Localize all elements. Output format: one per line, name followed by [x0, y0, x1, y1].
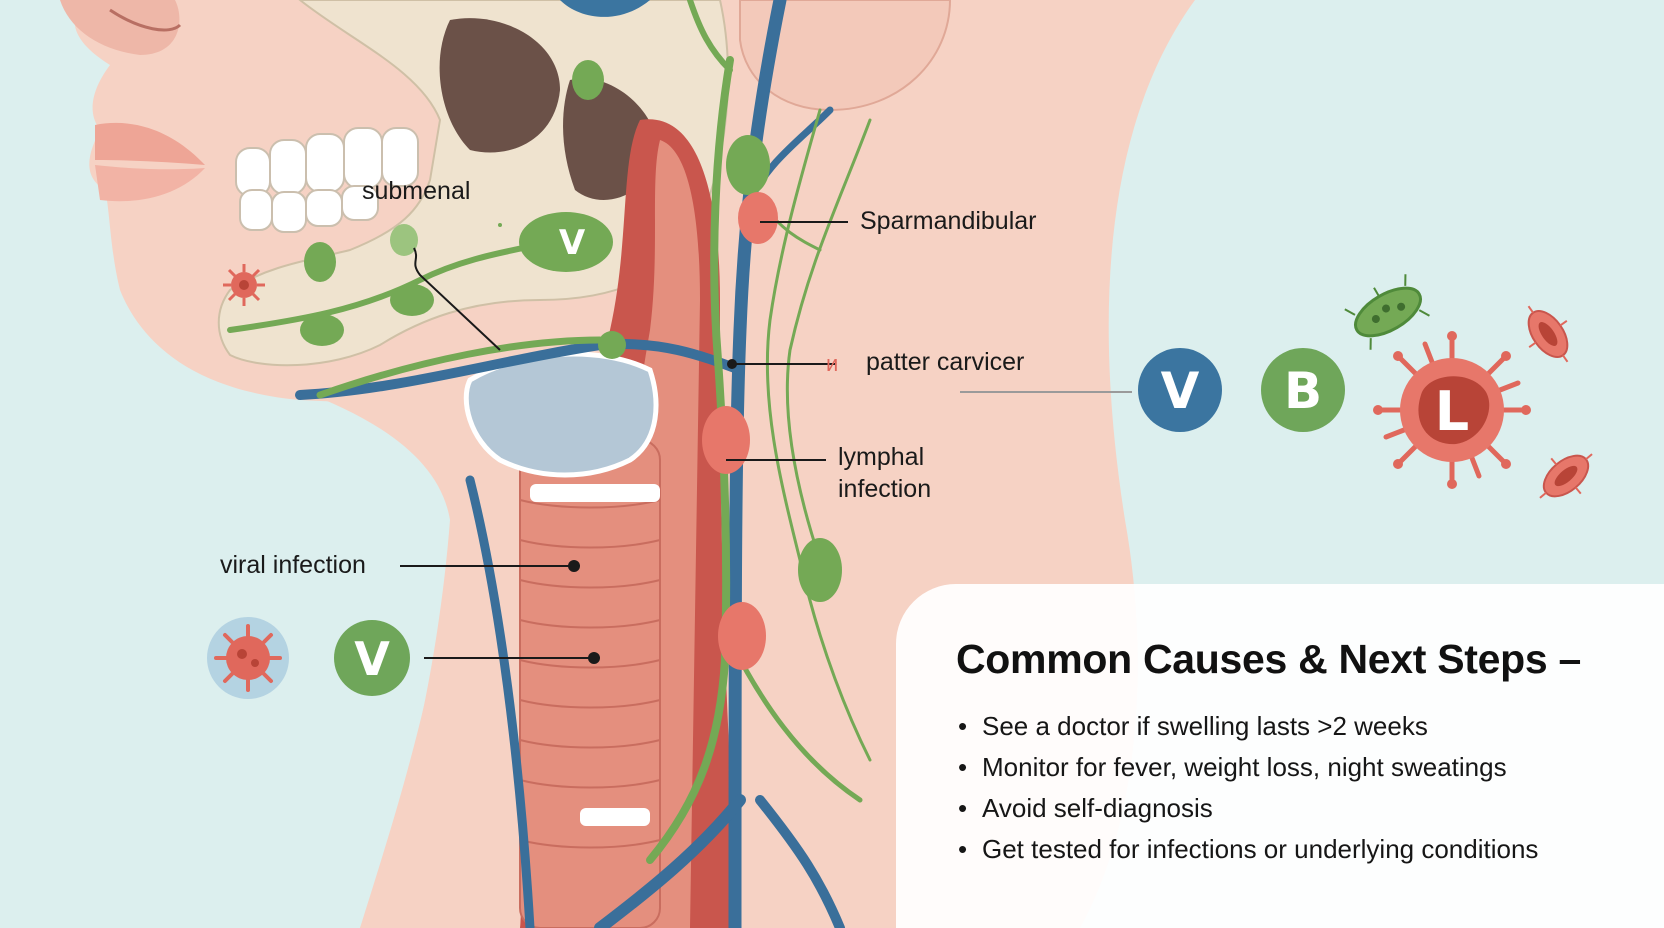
right-v-badge: [1138, 348, 1222, 432]
virus-icon: [207, 617, 289, 699]
front-neck: [300, 340, 560, 928]
right-b-badge: [1261, 348, 1345, 432]
left-v-badge: [334, 620, 410, 696]
eye-socket: [560, 0, 650, 17]
leader-dots: [568, 359, 737, 664]
jaw-node-badge: [519, 212, 613, 272]
list-item: Monitor for fever, weight loss, night sw…: [958, 747, 1538, 788]
label-patter-marker: ᴎ: [826, 351, 839, 376]
thyroid-cartilage: [463, 351, 659, 478]
nostril: [109, 8, 182, 32]
trachea: [519, 439, 661, 928]
right-v-letter: V: [1161, 362, 1200, 420]
jaw-node-letter: V: [559, 223, 586, 263]
left-v-letter: V: [354, 632, 390, 686]
lymph-vessels: [227, 0, 872, 864]
list-item: Get tested for infections or underlying …: [958, 829, 1538, 870]
panel-title: Common Causes & Next Steps –: [956, 636, 1581, 682]
lower-lip: [95, 165, 205, 202]
virus-icon: [223, 264, 265, 306]
next-steps-panel: Common Causes & Next Steps – See a docto…: [896, 584, 1664, 928]
list-item: See a doctor if swelling lasts >2 weeks: [958, 706, 1538, 747]
bacteria-icon: [1344, 274, 1430, 350]
right-l-letter: L: [1435, 380, 1469, 443]
label-lymphal-infection-line2: infection: [838, 475, 932, 503]
next-steps-list: See a doctor if swelling lasts >2 weeks …: [958, 706, 1538, 870]
virus-icon: [1373, 331, 1531, 489]
submenal-leader: [413, 247, 501, 351]
bacteria-icon: [1527, 305, 1569, 363]
skull-cavity: [439, 18, 560, 153]
teeth: [235, 127, 419, 233]
right-b-letter: B: [1284, 362, 1322, 420]
list-item: Avoid self-diagnosis: [958, 788, 1538, 829]
nose: [60, 0, 180, 55]
leader-lines: [400, 221, 1132, 659]
veins: [295, 0, 845, 928]
label-lymphal-infection-line1: lymphal: [838, 443, 925, 471]
label-submenal: submenal: [362, 177, 471, 205]
upper-lip: [95, 122, 205, 165]
lymph-nodes-red: [702, 192, 778, 670]
bacteria-icon: [1539, 453, 1593, 499]
label-patter-carvicer: patter carvicer: [866, 348, 1025, 376]
lymph-nodes-green: [300, 60, 842, 602]
ear: [739, 0, 952, 112]
label-viral-infection: viral infection: [220, 551, 366, 579]
label-sparmandibular: Sparmandibular: [860, 207, 1037, 235]
